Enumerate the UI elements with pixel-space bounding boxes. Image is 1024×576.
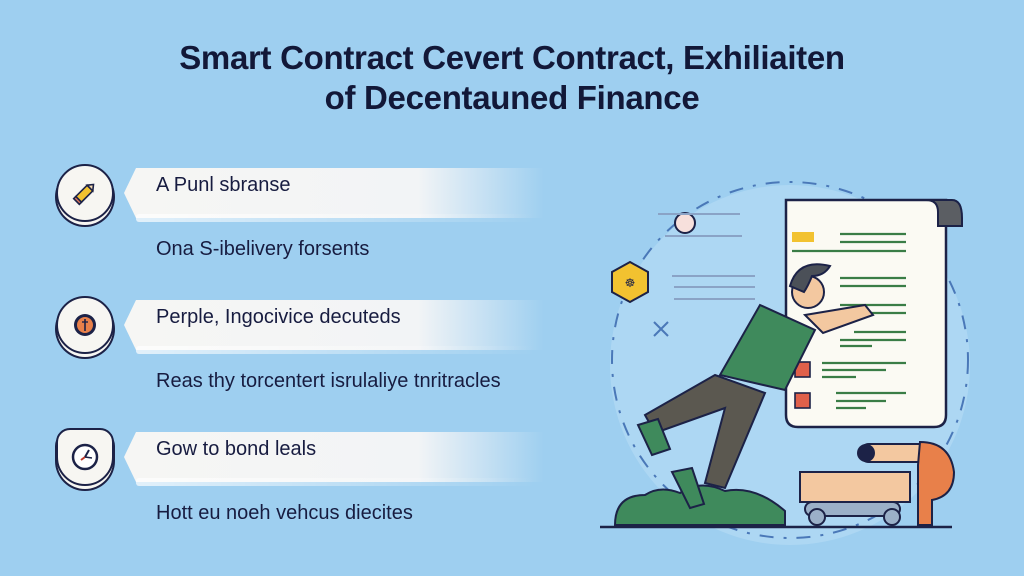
feature-description: Hott eu noeh vehcus diecites — [156, 502, 413, 524]
page-title: Smart Contract Cevert Contract, Exhiliai… — [0, 38, 1024, 118]
title-line-1: Smart Contract Cevert Contract, Exhiliai… — [179, 39, 845, 76]
feature-heading: Perple, Ingocivice decuteds — [156, 306, 401, 328]
feature-banner — [124, 168, 544, 218]
banner-edge — [136, 478, 536, 486]
pencil-icon — [56, 164, 114, 222]
feature-description: Reas thy torcentert isrulaliye tnritracl… — [156, 370, 501, 392]
feature-description: Ona S-ibelivery forsents — [156, 238, 370, 260]
banner-edge — [136, 346, 536, 354]
svg-text:☸: ☸ — [625, 276, 636, 290]
feature-banner — [124, 300, 544, 350]
gear-coin-icon — [56, 296, 114, 354]
feature-heading: Gow to bond leals — [156, 438, 317, 460]
feature-heading: A Punl sbranse — [156, 174, 291, 196]
smart-contract-illustration: ☸ — [600, 181, 970, 545]
title-line-2: of Decentauned Finance — [324, 79, 700, 116]
feature-banner — [124, 432, 544, 482]
banner-edge — [136, 214, 536, 222]
clock-icon — [56, 428, 114, 486]
